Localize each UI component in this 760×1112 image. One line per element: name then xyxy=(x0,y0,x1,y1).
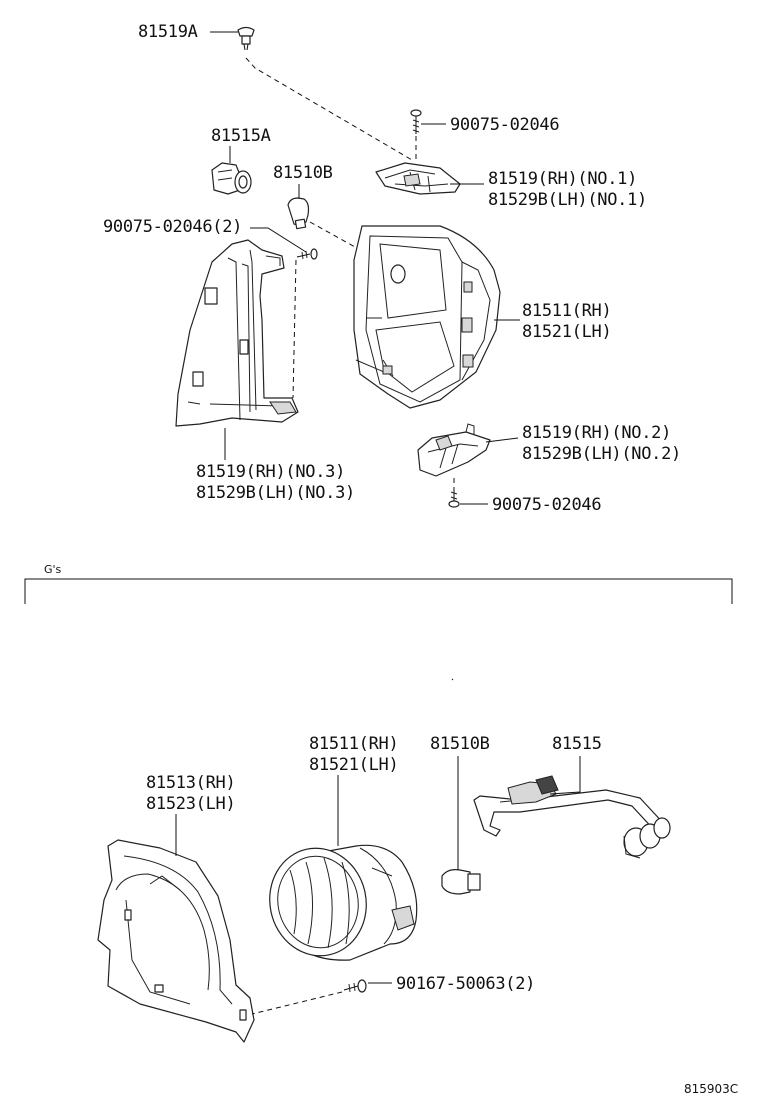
label-screw-bottom: 90167-50063(2) xyxy=(396,974,535,994)
label-lamp-top-lh: 81521(LH) xyxy=(522,322,611,342)
label-bulb-bottom: 81510B xyxy=(430,734,490,754)
socket-81515a-shape xyxy=(211,162,252,195)
screw-top-shape xyxy=(410,109,422,134)
label-bracket1-lh: 81529B(LH)(NO.1) xyxy=(488,190,647,210)
fog-lamp-top-shape xyxy=(353,225,501,409)
label-cover-rh: 81513(RH) xyxy=(146,773,235,793)
screw-left-shape xyxy=(296,248,318,260)
section-title: G's xyxy=(44,563,62,576)
section-bracket xyxy=(24,578,733,604)
bulb-bottom-shape xyxy=(441,869,481,895)
label-lamp-bottom-rh: 81511(RH) xyxy=(309,734,398,754)
label-screw-left: 90075-02046(2) xyxy=(103,217,242,237)
socket-harness-81515-shape xyxy=(473,775,671,859)
screw-bottom-shape xyxy=(343,979,367,993)
label-screw-right: 90075-02046 xyxy=(492,495,601,515)
label-screw-top: 90075-02046 xyxy=(450,115,559,135)
screw-right-shape xyxy=(448,490,460,508)
label-bracket1-rh: 81519(RH)(NO.1) xyxy=(488,169,637,189)
bracket-no2-shape xyxy=(417,423,491,477)
label-bracket2-rh: 81519(RH)(NO.2) xyxy=(522,423,671,443)
label-bracket3-lh: 81529B(LH)(NO.3) xyxy=(196,483,355,503)
fog-lamp-bottom-shape xyxy=(269,844,418,961)
label-lamp-top-rh: 81511(RH) xyxy=(522,301,611,321)
figure-code: 815903C xyxy=(684,1082,738,1096)
label-lamp-bottom-lh: 81521(LH) xyxy=(309,755,398,775)
label-socket-81515a: 81515A xyxy=(211,126,271,146)
label-clip-81519a: 81519A xyxy=(138,22,198,42)
label-bulb-top: 81510B xyxy=(273,163,333,183)
label-bracket2-lh: 81529B(LH)(NO.2) xyxy=(522,444,681,464)
bracket-no1-shape xyxy=(375,162,461,195)
label-bracket3-rh: 81519(RH)(NO.3) xyxy=(196,462,345,482)
cover-81513-shape xyxy=(97,839,255,1043)
bulb-top-shape xyxy=(287,197,310,230)
label-socket-81515: 81515 xyxy=(552,734,602,754)
bracket-no3-shape xyxy=(175,239,299,427)
label-cover-lh: 81523(LH) xyxy=(146,794,235,814)
clip-81519a-shape xyxy=(237,26,255,51)
